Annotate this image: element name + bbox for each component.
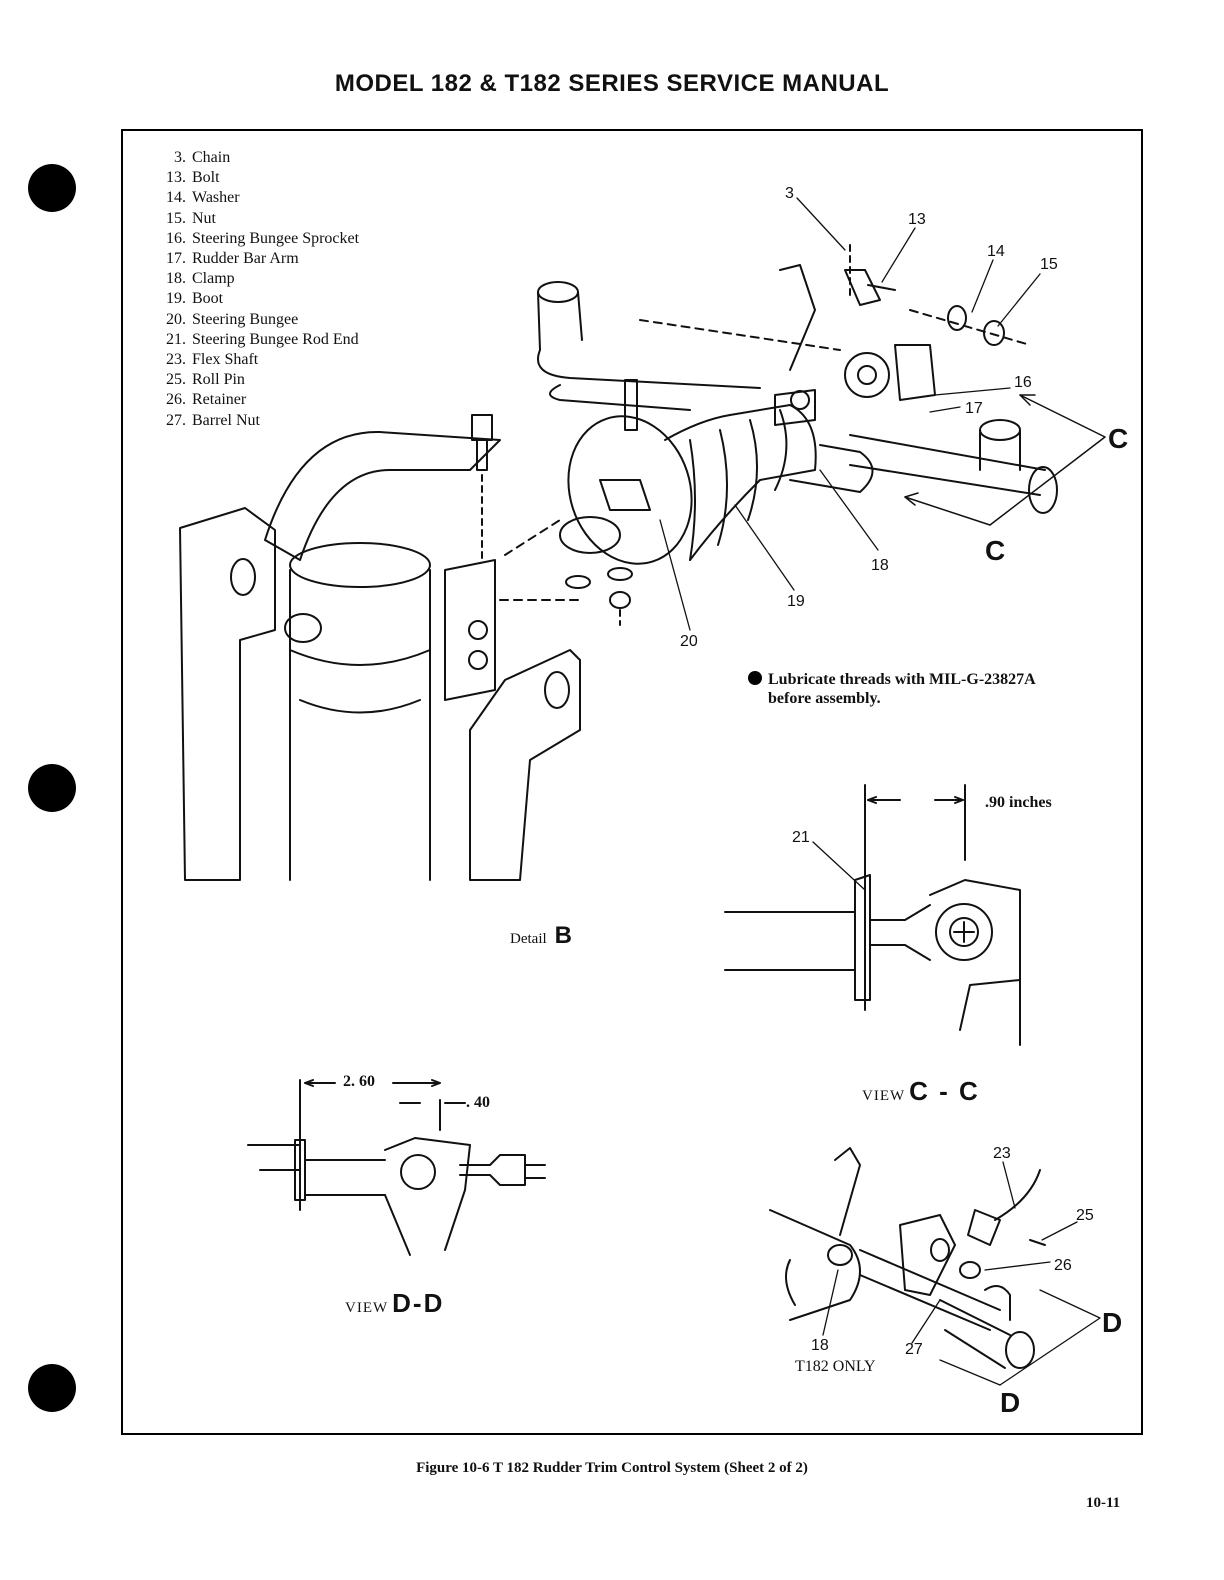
callout-3: 3 (785, 185, 794, 202)
legend-item: 18.Clamp (166, 270, 235, 288)
lubrication-note: Lubricate threads with MIL-G-23827A befo… (748, 670, 1036, 708)
legend-item: 23.Flex Shaft (166, 351, 259, 369)
binder-hole-bottom (28, 1364, 76, 1412)
steering-bungee-boot (567, 379, 817, 565)
dimension-cc: .90 inches (985, 794, 1052, 811)
callout-13: 13 (908, 211, 926, 228)
callout-14: 14 (987, 243, 1005, 260)
callout-15: 15 (1040, 256, 1058, 273)
bungee-rod-end-exploded (499, 516, 633, 626)
binder-hole-top (28, 164, 76, 212)
callout-16: 16 (1014, 374, 1032, 391)
dimension-dd-2: . 40 (466, 1094, 490, 1111)
callout-26: 26 (1054, 1257, 1072, 1274)
t182-only-label: T182 ONLY (795, 1358, 876, 1375)
section-c-arrows (904, 394, 1106, 526)
callout-18-t182: 18 (811, 1337, 829, 1354)
sprocket-hardware (639, 244, 1031, 401)
section-letter-c-lower: C (985, 535, 1005, 566)
section-letter-c-upper: C (1108, 423, 1128, 454)
callout-27: 27 (905, 1341, 923, 1358)
view-d-d-drawing (247, 1079, 546, 1256)
vertical-bolt-b (471, 414, 493, 561)
legend-item: 14.Washer (166, 189, 240, 207)
t182-flex-shaft-detail (769, 1147, 1046, 1369)
view-c-c-drawing (724, 784, 1021, 1046)
detail-b-label: Detail B (510, 922, 572, 949)
section-letter-d-lower: D (1000, 1387, 1020, 1418)
legend-item: 3.Chain (174, 149, 231, 166)
legend-item: 27.Barrel Nut (166, 411, 260, 429)
callout-leaders (659, 197, 1041, 631)
figure-frame (121, 129, 1143, 1435)
callout-25: 25 (1076, 1207, 1094, 1224)
page-header: MODEL 182 & T182 SERIES SERVICE MANUAL (334, 70, 890, 97)
legend-item: 15.Nut (166, 209, 216, 227)
legend-item: 19.Boot (166, 290, 224, 308)
rudder-bar-tube (537, 281, 1058, 514)
bullet-icon (748, 671, 762, 685)
section-letter-d-upper: D (1102, 1307, 1122, 1338)
legend-item: 20.Steering Bungee (166, 310, 299, 328)
legend-item: 21.Steering Bungee Rod End (166, 330, 359, 348)
parts-legend: 3.Chain 13.Bolt 14.Washer 15.Nut 16.Stee… (144, 148, 359, 431)
callout-19: 19 (787, 593, 805, 610)
legend-item: 26.Retainer (166, 391, 247, 409)
binder-hole-middle (28, 764, 76, 812)
callout-18: 18 (871, 557, 889, 574)
page-number: 10-11 (1086, 1495, 1121, 1511)
rudder-bar-yoke (179, 430, 581, 881)
legend-item: 17.Rudder Bar Arm (166, 250, 299, 268)
callout-21: 21 (792, 829, 810, 846)
legend-item: 25.Roll Pin (166, 371, 245, 389)
dimension-dd-1: 2. 60 (343, 1073, 375, 1090)
callout-20: 20 (680, 633, 698, 650)
t182-leaders (822, 1161, 1101, 1386)
figure-caption: Figure 10-6 T 182 Rudder Trim Control Sy… (416, 1460, 808, 1476)
callout-17: 17 (965, 400, 983, 417)
legend-item: 16.Steering Bungee Sprocket (166, 229, 360, 247)
callout-23: 23 (993, 1145, 1011, 1162)
legend-item: 13.Bolt (166, 169, 220, 187)
